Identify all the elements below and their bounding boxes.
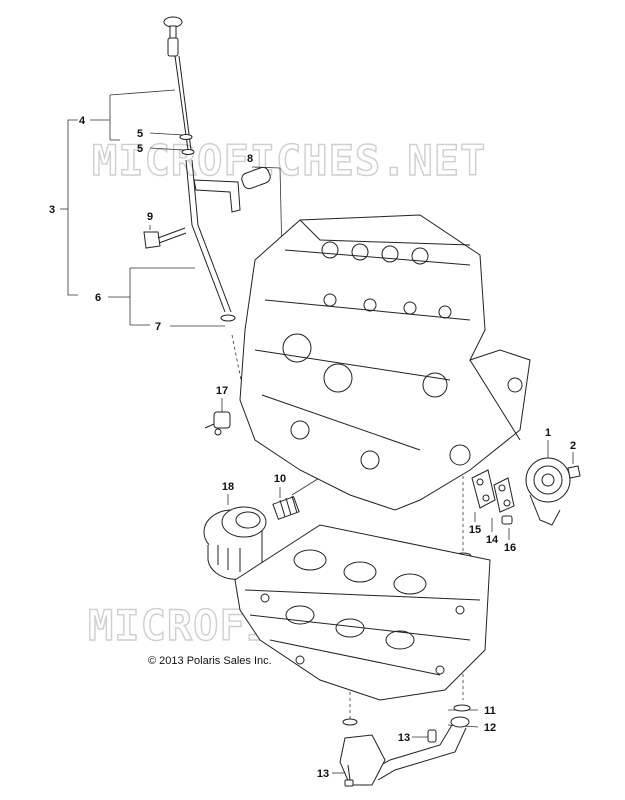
- callout-12: 12: [484, 722, 496, 734]
- oil-pan: [234, 524, 491, 701]
- callout-5-lower: 5: [137, 143, 143, 155]
- bolt: [143, 227, 187, 249]
- oil-strainer: [339, 704, 471, 787]
- callout-2: 2: [570, 440, 576, 452]
- callout-9: 9: [147, 211, 153, 223]
- dipstick: [163, 16, 192, 151]
- pump-gaskets: [471, 469, 515, 525]
- oil-filter: [203, 506, 267, 580]
- callout-6: 6: [95, 292, 101, 304]
- o-ring-lower: [181, 149, 195, 155]
- callout-18: 18: [222, 481, 234, 493]
- callout-15: 15: [469, 524, 481, 536]
- callout-7: 7: [155, 321, 161, 333]
- callout-1: 1: [545, 427, 551, 439]
- tube-sleeve: [241, 166, 271, 190]
- callout-8: 8: [247, 153, 253, 165]
- watermark-top: MICROFICHES.NET: [92, 136, 486, 185]
- engine-block: [239, 214, 531, 511]
- callout-11: 11: [484, 705, 496, 717]
- callout-3: 3: [49, 204, 55, 216]
- callout-14: 14: [486, 534, 499, 546]
- callout-13-upper: 13: [398, 732, 410, 744]
- callout-17: 17: [216, 385, 228, 397]
- callout-13-lower: 13: [317, 768, 329, 780]
- callout-4: 4: [79, 115, 86, 127]
- oil-pump: [525, 457, 581, 526]
- callout-10: 10: [274, 473, 286, 485]
- filter-nipple: [272, 495, 300, 520]
- dipstick-tube: [185, 159, 241, 322]
- o-ring-upper: [179, 134, 193, 140]
- oil-pressure-sensor: [204, 411, 231, 436]
- copyright-text: © 2013 Polaris Sales Inc.: [148, 655, 272, 667]
- callout-5-upper: 5: [137, 128, 143, 140]
- callout-16: 16: [504, 542, 516, 554]
